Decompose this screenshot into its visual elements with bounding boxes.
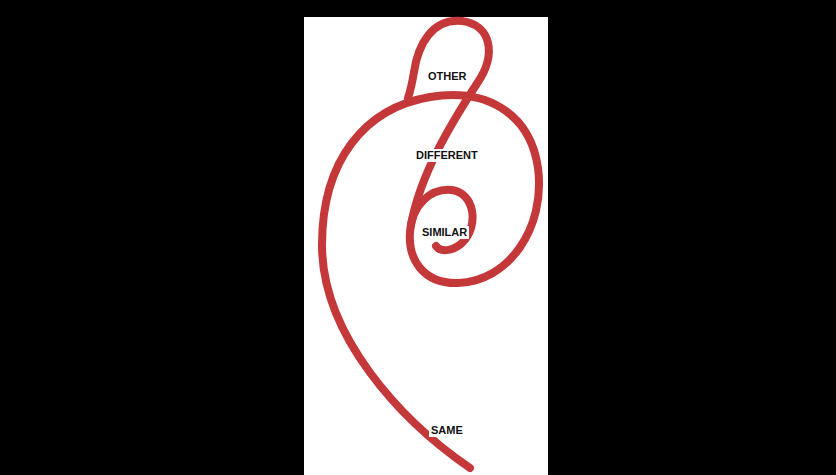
white-panel [304,17,548,475]
curve-label: OTHER [426,70,469,83]
curve-label: DIFFERENT [414,149,480,162]
curve-path [408,21,489,225]
curve-label: SIMILAR [420,226,469,239]
curve-path [322,95,539,468]
curve-label: SAME [429,424,465,437]
